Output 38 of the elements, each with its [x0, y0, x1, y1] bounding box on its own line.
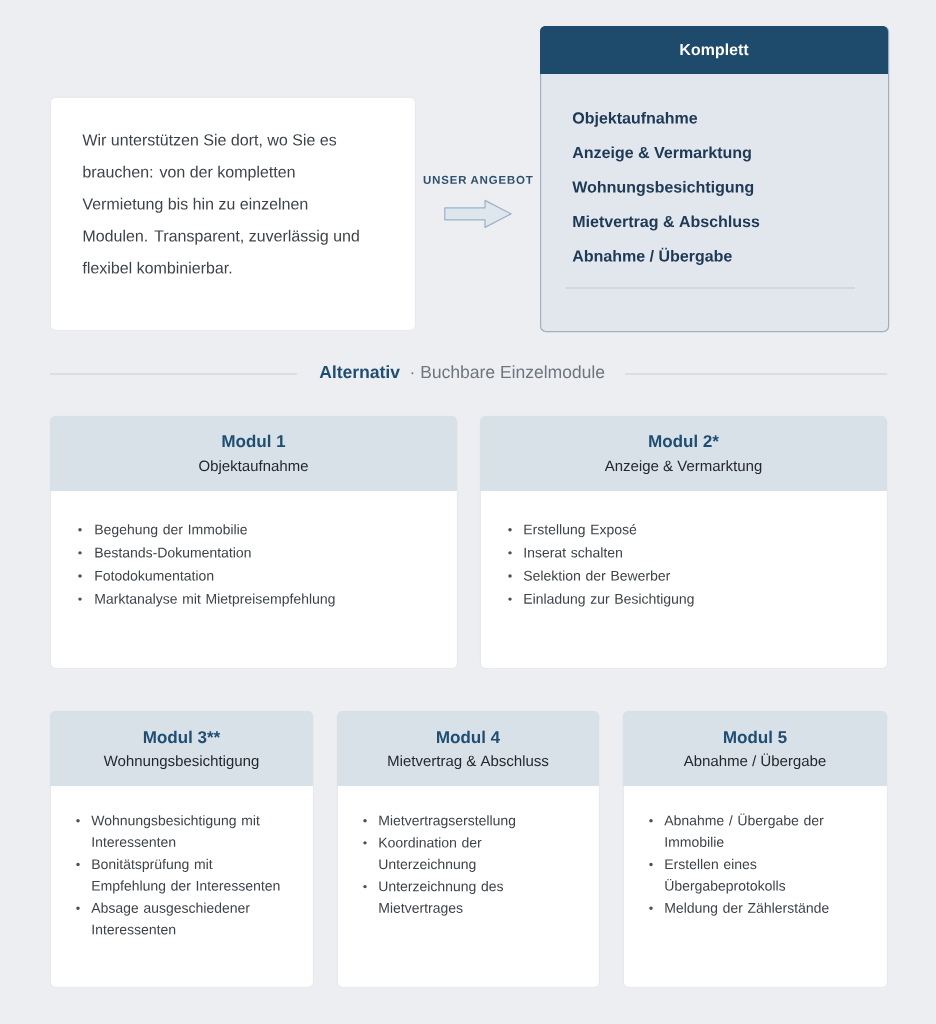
service-item: Objektaufnahme — [572, 111, 698, 127]
list-item: Bonitätsprüfung mit Empfehlung der Interessenten — [92, 858, 280, 894]
list-item: Erstellen eines Übergabeprotokolls — [665, 858, 786, 894]
list-item: Marktanalyse mit Mietpreisempfehlung — [95, 593, 335, 607]
list-item: Inserat schalten — [524, 547, 622, 558]
module-subtitle: Wohnungsbesichtigung — [103, 755, 259, 770]
module-subtitle: Abnahme / Übergabe — [683, 753, 826, 770]
module-title: Modul 4 — [437, 730, 500, 744]
module-title: Modul 3** — [143, 730, 221, 744]
list-item: Koordination der Unterzeichnung — [379, 837, 482, 872]
list-item: Meldung der Zählerstände — [665, 902, 829, 916]
panel-header: Komplett — [540, 26, 888, 74]
list-item: Selektion der Bewerber — [523, 570, 671, 581]
edge-label: UNSER ANGEBOT — [423, 175, 533, 184]
module-subtitle: Mietvertrag & Abschluss — [388, 755, 549, 770]
module-title: Modul 5 — [724, 730, 787, 744]
section-subheading: · Buchbare Einzelmodule — [411, 365, 605, 379]
list-item: Fotodokumentation — [95, 570, 214, 581]
list-item: Einladung zur Besichtigung — [524, 593, 694, 607]
service-item: Abnahme / Übergabe — [572, 247, 732, 265]
module-title: Modul 1 — [222, 434, 286, 448]
list-item: Bestands-Dokumentation — [95, 547, 251, 558]
text-card: Wir unterstützen Sie dort, wo Sie es brauchen: von der kompletten Vermietung bis hin zu einzelnen Modulen. Transparent, zuverlässig und flexibel kombinierbar. — [50, 97, 416, 331]
list-item: Begehung der Immobilie — [95, 524, 247, 538]
section-heading: Alternativ — [319, 365, 400, 379]
block-arrow — [444, 199, 512, 228]
module-subtitle: Objektaufnahme — [199, 460, 308, 475]
service-item: Anzeige & Vermarktung — [572, 146, 751, 162]
list-item: Wohnungsbesichtigung mit Interessenten — [91, 815, 260, 847]
service-item: Mietvertrag & Abschluss — [573, 215, 760, 231]
list-item: Mietvertragserstellung — [379, 815, 516, 829]
service-item: Wohnungsbesichtigung — [572, 180, 754, 196]
list-item: Abnahme / Übergabe der Immobilie — [664, 813, 824, 847]
list-item: Erstellung Exposé — [524, 523, 637, 538]
module-title: Modul 2* — [649, 434, 719, 448]
module-subtitle: Anzeige & Vermarktung — [604, 460, 762, 475]
list-item: Unterzeichnung des Mietvertrages — [379, 881, 503, 916]
list-item: Absage ausgeschiedener Interessenten — [91, 902, 250, 935]
